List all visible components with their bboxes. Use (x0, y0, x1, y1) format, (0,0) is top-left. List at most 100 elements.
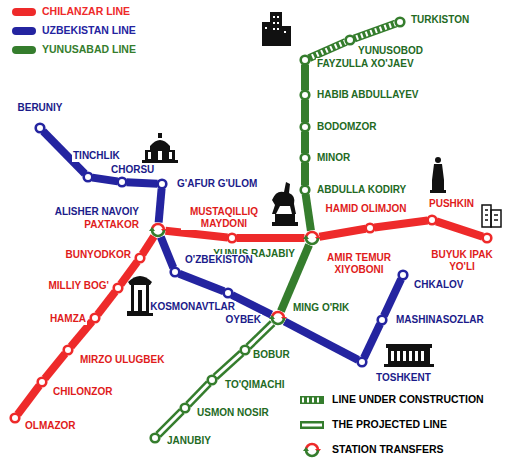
station-circle (376, 314, 388, 326)
station-circle (299, 184, 311, 196)
building-icon (262, 12, 291, 46)
station: TINCHLIK (82, 171, 94, 183)
station-circle (34, 122, 46, 134)
station-name: OYBEK (224, 314, 262, 326)
metro-line (121, 262, 138, 285)
station-circle (149, 432, 161, 444)
station-name: TINCHLIK (72, 150, 121, 162)
station-name: MASHINASOZLAR (395, 314, 485, 326)
transfer-symbol (269, 309, 287, 327)
station: OLMAZOR (9, 412, 21, 424)
station: MUSTAQILLIQ MAYDONI (226, 232, 238, 244)
station-name: BUNYODKOR (64, 249, 132, 261)
station-name: HAMZA (49, 313, 87, 325)
line-under-construction (309, 42, 346, 58)
station-name: MILLIY BOG' (47, 280, 110, 292)
station-name: TO'QIMACHI (224, 379, 285, 391)
projected-line (158, 411, 182, 435)
station: BERUNIY (34, 122, 46, 134)
station-name: O'ZBEKISTON (184, 254, 254, 266)
legend-swatch (12, 27, 36, 35)
transfer-station: OYBEKMING O'RIK (269, 309, 287, 327)
station-name: CHILONZOR (52, 386, 113, 398)
station-name: OLMAZOR (24, 420, 77, 432)
station-name: HABIB ABDULLAYEV (316, 89, 420, 101)
station-circle (89, 312, 101, 324)
metro-line (285, 321, 358, 359)
station-circle (179, 402, 191, 414)
metro-line (179, 274, 224, 292)
station-name: BERUNIY (17, 102, 64, 114)
metro-line (98, 292, 116, 315)
station-name: HAMID OLIMJON (324, 203, 407, 215)
legend-text: UZBEKISTAN LINE (42, 24, 136, 37)
metro-line (305, 163, 306, 186)
metro-line (142, 236, 154, 254)
station-circle (299, 54, 311, 66)
metro-line (305, 132, 306, 154)
station-name: BUYUK IPAK YO'LI (426, 249, 498, 273)
station-circle (226, 232, 238, 244)
station: USMON NOSIR (179, 402, 191, 414)
station: O'ZBEKISTON (169, 266, 181, 278)
station: TO'QIMACHI (206, 374, 218, 386)
legend-sample (303, 443, 321, 458)
station-circle (169, 266, 181, 278)
metro-line (92, 178, 117, 182)
station-circle (134, 252, 146, 264)
legend-text: THE PROJECTED LINE (332, 418, 447, 431)
station-circle (82, 171, 94, 183)
metro-line (364, 324, 380, 358)
transfer-station: ALISHER NAVOIYPAXTAKOR (149, 221, 167, 239)
metro-line (436, 221, 482, 236)
legend-sample (300, 425, 324, 426)
station: CHORSU (116, 176, 128, 188)
station-name: AMIR TEMUR XIYOBONI (320, 252, 398, 276)
building-icon (482, 205, 501, 227)
station: JANUBIY (149, 432, 161, 444)
landmark-icons (127, 12, 501, 367)
legend-text: CHILANZAR LINE (42, 5, 130, 18)
metro-line (232, 295, 271, 315)
station-name: MIRZO ULUGBEK (79, 354, 165, 366)
metro-line (18, 386, 40, 415)
station-name: TOSHKENT (375, 372, 432, 384)
station-circle (344, 34, 356, 46)
station-circle (222, 287, 234, 299)
station-circle (156, 178, 168, 190)
transfer-symbol (303, 229, 321, 247)
station: BODOMZOR (299, 121, 311, 133)
station-name: PAXTAKOR (83, 219, 140, 231)
station-circle (299, 89, 311, 101)
station-circle (112, 282, 124, 294)
station-name: BODOMZOR (316, 121, 377, 133)
metro-line (45, 353, 65, 378)
station: FAYZULLA XO'JAEV (299, 54, 311, 66)
legend-text: LINE UNDER CONSTRUCTION (332, 393, 484, 406)
legend-text: STATION TRANSFERS (332, 443, 444, 456)
station-name: MING O'RIK (292, 302, 350, 314)
metro-line (237, 238, 305, 239)
line-under-construction (354, 24, 396, 39)
station-circle (239, 344, 251, 356)
station-name: KOSMONAVTLAR (149, 301, 236, 313)
station: CHKALOV (397, 269, 409, 281)
station-name: JANUBIY (166, 435, 212, 447)
station-name: CHORSU (110, 164, 155, 176)
station: TURKISTON (394, 16, 406, 28)
station-circle (364, 222, 376, 234)
station-name: FAYZULLA XO'JAEV (316, 58, 415, 70)
statue-icon (430, 157, 446, 193)
station-circle (9, 412, 21, 424)
metro-line (71, 321, 92, 346)
station-circle (356, 356, 368, 368)
station-name: USMON NOSIR (196, 407, 270, 419)
station-name: TURKISTON (410, 14, 470, 26)
station-circle (299, 152, 311, 164)
station: MINOR (299, 152, 311, 164)
station-circle (426, 214, 438, 226)
station: BOBUR (239, 344, 251, 356)
metro-line (319, 229, 365, 237)
station-building-icon (384, 344, 434, 367)
